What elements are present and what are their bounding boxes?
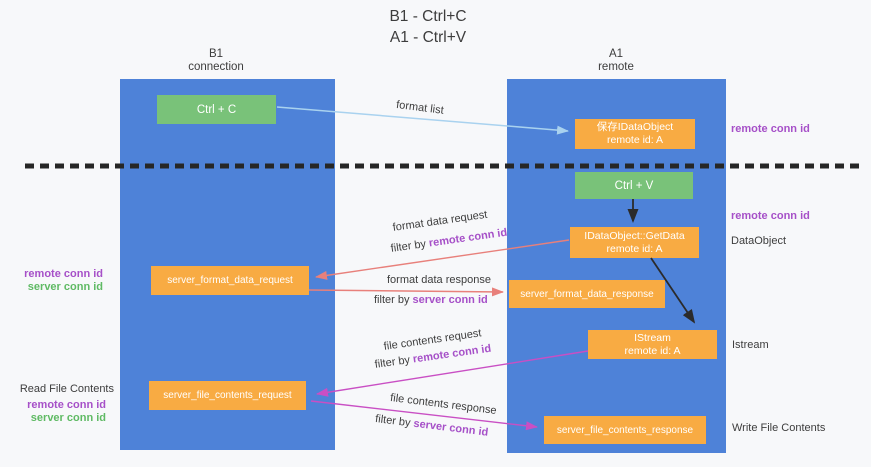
side-label-write-file-contents: Write File Contents xyxy=(732,422,826,434)
node-server-format-data-request: server_format_data_request xyxy=(151,266,309,295)
diagram-title: B1 - Ctrl+C A1 - Ctrl+V xyxy=(389,6,466,48)
lane-b1-title: B1 xyxy=(208,48,224,60)
side-label-conn-ids-left-mid: remote conn id server conn id xyxy=(8,268,103,294)
filter-by-text: filter by xyxy=(374,354,411,371)
lane-a1-header: A1 remote xyxy=(598,48,634,74)
node-istream-line1: IStream xyxy=(634,331,671,344)
node-ctrl-v: Ctrl + V xyxy=(575,172,693,199)
server-conn-id-text: server conn id xyxy=(412,294,488,306)
lane-b1-header: B1 connection xyxy=(188,48,244,74)
filter-by-text: filter by xyxy=(390,238,427,255)
title-line-2: A1 - Ctrl+V xyxy=(389,29,467,46)
node-save-idataobject: 保存IDataObject remote id: A xyxy=(575,119,695,149)
remote-conn-id-label: remote conn id xyxy=(27,399,106,411)
filter-by-text: filter by xyxy=(374,294,410,306)
edge-label-format-data-request: format data request xyxy=(392,208,489,234)
edge-label-filter-server-1: filter by server conn id xyxy=(374,294,488,306)
edge-label-filter-server-2: filter by server conn id xyxy=(375,413,489,439)
server-conn-id-text: server conn id xyxy=(412,417,489,439)
node-server-file-contents-request: server_file_contents_request xyxy=(149,381,306,410)
node-getdata-line1: IDataObject::GetData xyxy=(584,229,685,242)
side-label-dataobject: DataObject xyxy=(731,235,787,247)
side-label-conn-ids-left-bottom: remote conn id server conn id xyxy=(8,399,106,425)
server-conn-id-label: server conn id xyxy=(30,412,106,424)
remote-conn-id-text: remote conn id xyxy=(428,226,508,250)
side-label-read-file-contents: Read File Contents xyxy=(19,383,114,395)
node-ctrl-c: Ctrl + C xyxy=(157,95,276,124)
node-save-idataobject-line1: 保存IDataObject xyxy=(596,121,674,133)
node-istream-line2: remote id: A xyxy=(624,344,681,357)
filter-by-text: filter by xyxy=(374,413,412,430)
lane-b1-subtitle: connection xyxy=(188,61,244,73)
remote-conn-id-label: remote conn id xyxy=(24,268,103,280)
edge-label-format-list: format list xyxy=(395,99,445,117)
lane-a1-subtitle: remote xyxy=(598,61,634,73)
node-server-format-data-response: server_format_data_response xyxy=(509,280,665,308)
edge-label-format-data-response: format data response xyxy=(387,274,491,286)
title-line-1: B1 - Ctrl+C xyxy=(389,8,467,25)
node-getdata-line2: remote id: A xyxy=(606,242,663,255)
node-save-idataobject-line2: remote id: A xyxy=(606,134,664,146)
side-label-remote-conn-id-right: remote conn id xyxy=(731,210,810,222)
side-label-remote-conn-id-top-right: remote conn id xyxy=(731,123,810,135)
node-idataobject-getdata: IDataObject::GetData remote id: A xyxy=(570,227,699,258)
node-server-file-contents-response: server_file_contents_response xyxy=(544,416,706,444)
side-label-istream: Istream xyxy=(732,339,769,351)
arrow-format-data-response xyxy=(308,287,504,297)
edge-label-file-contents-response: file contents response xyxy=(389,392,498,417)
server-conn-id-label: server conn id xyxy=(27,281,103,293)
node-istream: IStream remote id: A xyxy=(588,330,717,359)
lane-a1-title: A1 xyxy=(608,48,624,60)
